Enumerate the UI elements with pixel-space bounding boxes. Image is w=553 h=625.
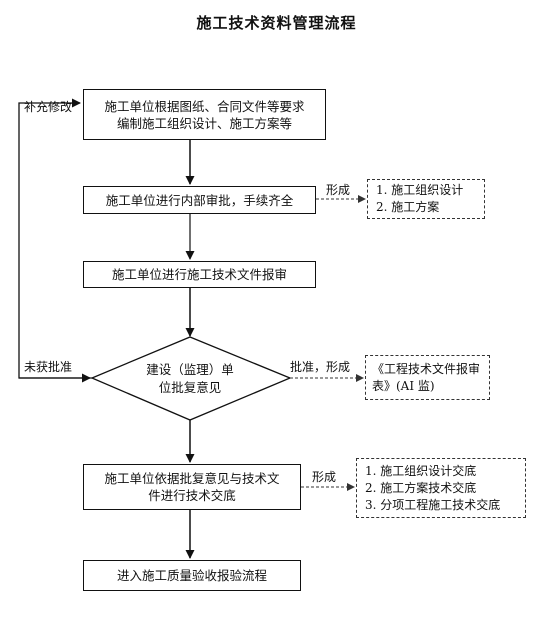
step-6-box: 进入施工质量验收报验流程 xyxy=(83,560,301,591)
page-title: 施工技术资料管理流程 xyxy=(196,14,357,32)
output-2-item-1: 《工程技术文件报审 xyxy=(372,361,481,376)
output-3-label: 形成 xyxy=(312,470,337,484)
output-1-label: 形成 xyxy=(326,183,351,197)
step-2-box: 施工单位进行内部审批，手续齐全 xyxy=(83,186,316,214)
step-5-line2: 件进行技术交底 xyxy=(148,488,236,503)
output-1-item-2: 2. 施工方案 xyxy=(376,200,440,214)
step-5-box: 施工单位依据批复意见与技术文 件进行技术交底 xyxy=(83,464,301,510)
output-2-item-2: 表》(AI 监) xyxy=(372,378,435,393)
step-2-line1: 施工单位进行内部审批，手续齐全 xyxy=(105,192,294,208)
output-3-box: 1. 施工组织设计交底 2. 施工方案技术交底 3. 分项工程施工技术交底 xyxy=(356,458,526,518)
decision-text-line1: 建设（监理）单 xyxy=(146,362,234,377)
output-2-box: 《工程技术文件报审 表》(AI 监) xyxy=(365,355,490,400)
decision-text-line2: 位批复意见 xyxy=(158,380,222,395)
step-1-line2: 编制施工组织设计、施工方案等 xyxy=(116,115,292,131)
output-3-item-3: 3. 分项工程施工技术交底 xyxy=(365,497,501,512)
decision-diamond xyxy=(90,336,292,421)
output-1-box: 1. 施工组织设计 2. 施工方案 xyxy=(367,179,485,219)
revise-label: 补充修改 xyxy=(24,100,73,114)
step-1-box: 施工单位根据图纸、合同文件等要求 编制施工组织设计、施工方案等 xyxy=(83,89,326,140)
output-1-item-1: 1. 施工组织设计 xyxy=(376,183,464,197)
output-3-item-2: 2. 施工方案技术交底 xyxy=(365,480,477,495)
step-6-line1: 进入施工质量验收报验流程 xyxy=(116,568,267,583)
step-3-line1: 施工单位进行施工技术文件报审 xyxy=(111,267,287,282)
feedback-loop-line xyxy=(18,98,92,379)
step-5-line1: 施工单位依据批复意见与技术文 xyxy=(104,471,280,486)
output-2-label: 批准，形成 xyxy=(290,360,351,374)
rejected-label: 未获批准 xyxy=(24,360,73,374)
step-3-box: 施工单位进行施工技术文件报审 xyxy=(83,261,316,288)
step-1-line1: 施工单位根据图纸、合同文件等要求 xyxy=(104,98,305,114)
output-3-item-1: 1. 施工组织设计交底 xyxy=(365,463,477,478)
